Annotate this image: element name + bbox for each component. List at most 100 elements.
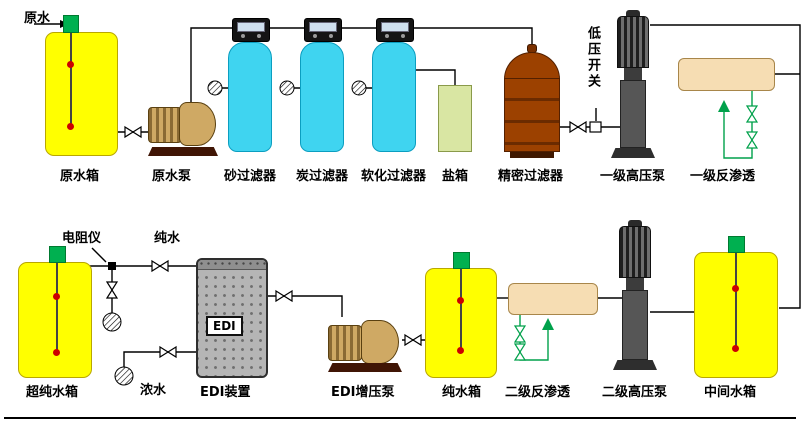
- pump-coupling: [624, 68, 642, 80]
- tank-cap: [63, 15, 79, 33]
- intermediate-water-tank: [694, 236, 778, 378]
- motor-cap: [626, 10, 640, 17]
- gauge-icon: [279, 80, 295, 96]
- pump-body: [620, 80, 646, 148]
- pure-water-tank: [425, 252, 497, 378]
- valve-icon: [569, 120, 587, 134]
- edi-unit: EDI: [196, 258, 268, 378]
- controller-knob: [329, 34, 333, 38]
- resistivity-sensor: [108, 262, 116, 270]
- label-ultrapure-tank: 超纯水箱: [26, 385, 79, 400]
- pipe-meter-pointer: [91, 247, 107, 263]
- label-edi-unit: EDI装置: [200, 385, 251, 400]
- pump-base: [613, 360, 657, 370]
- label-softener-filter: 软化过滤器: [361, 169, 427, 184]
- level-dot: [732, 285, 739, 292]
- pressure-switch-sensor: [589, 121, 602, 133]
- label-raw-water: 原水: [24, 11, 51, 26]
- level-dot: [67, 123, 74, 130]
- filter-controller: [232, 18, 270, 42]
- filter-controller: [376, 18, 414, 42]
- recirc-valves: [513, 105, 759, 361]
- precision-filter: [504, 44, 560, 158]
- level-dot: [53, 293, 60, 300]
- pipe-hp-to-intermediate-tank: [650, 24, 801, 309]
- pump-base: [328, 363, 402, 372]
- valve-icon: [513, 343, 527, 361]
- bottom-rule: [4, 417, 796, 419]
- tank-cap: [453, 252, 470, 269]
- pump-motor: [619, 226, 651, 278]
- level-gauge: [735, 253, 737, 351]
- valve-icon: [275, 289, 293, 303]
- flow-meter-icon: [102, 312, 122, 332]
- gauge-icon: [351, 80, 367, 96]
- flow-meter-icon: [114, 366, 134, 386]
- valve-icon: [151, 259, 169, 273]
- sand-filter: [228, 18, 272, 152]
- flow-arrow: [718, 100, 730, 112]
- pipe-edi-pump-to-edi: [268, 295, 343, 317]
- label-edi-booster-pump: EDI增压泵: [331, 385, 395, 400]
- label-salt-tank: 盐箱: [442, 169, 469, 184]
- pump-body: [622, 290, 648, 360]
- pump-motor: [148, 107, 182, 143]
- pipe-pump-to-filters: [190, 27, 533, 105]
- level-dot: [67, 61, 74, 68]
- valve-icon: [745, 105, 759, 123]
- valve-icon: [404, 333, 422, 347]
- label-pure-water: 纯水: [154, 231, 181, 246]
- salt-tank: [438, 85, 472, 152]
- pump-coupling: [626, 278, 644, 290]
- valves: [105, 120, 587, 359]
- pump-motor: [617, 16, 649, 68]
- ultrapure-water-tank: [18, 246, 92, 378]
- level-gauge: [460, 269, 462, 353]
- vessel-base: [510, 152, 554, 158]
- pump-base: [148, 147, 218, 156]
- controller-screen: [309, 22, 337, 32]
- valve-icon: [513, 325, 527, 343]
- pipe-softener-to-salt: [416, 69, 456, 85]
- pipe-ro2-recirc: [519, 315, 549, 361]
- edi-bolt-strip: [198, 260, 266, 270]
- stage1-ro-membrane: [678, 58, 775, 91]
- label-stage2-hp-pump: 二级高压泵: [602, 385, 668, 400]
- label-resistivity-meter: 电阻仪: [62, 231, 102, 246]
- label-raw-water-pump: 原水泵: [152, 169, 192, 184]
- pump-motor: [328, 325, 362, 361]
- vessel-body: [504, 78, 560, 152]
- level-gauge: [56, 263, 58, 355]
- pump-volute: [179, 102, 216, 146]
- vessel-dome: [504, 52, 560, 79]
- stage1-hp-pump: [611, 10, 655, 158]
- label-low-pressure-switch: 低压开关: [584, 26, 600, 90]
- level-gauge: [70, 33, 72, 129]
- raw-water-pump: [148, 99, 218, 156]
- label-sand-filter: 砂过滤器: [224, 169, 277, 184]
- tank-cap: [49, 246, 66, 263]
- pipe-ro1-recirc: [723, 91, 753, 159]
- controller-knob: [313, 34, 317, 38]
- edi-nameplate: EDI: [206, 316, 243, 336]
- filter-controller: [304, 18, 342, 42]
- controller-screen: [237, 22, 265, 32]
- tank-cap: [728, 236, 745, 253]
- valve-icon: [159, 345, 177, 359]
- controller-knob: [401, 34, 405, 38]
- stage2-hp-pump: [613, 220, 657, 370]
- softener-filter: [372, 18, 416, 152]
- level-dot: [53, 349, 60, 356]
- level-dot: [457, 297, 464, 304]
- stage2-ro-membrane: [508, 283, 598, 315]
- raw-water-tank: [45, 15, 118, 156]
- label-concentrate-water: 浓水: [140, 383, 167, 398]
- controller-knob: [257, 34, 261, 38]
- carbon-filter: [300, 18, 344, 152]
- controller-screen: [381, 22, 409, 32]
- label-precision-filter: 精密过滤器: [498, 169, 564, 184]
- edi-booster-pump: [328, 317, 402, 372]
- valve-icon: [105, 281, 119, 299]
